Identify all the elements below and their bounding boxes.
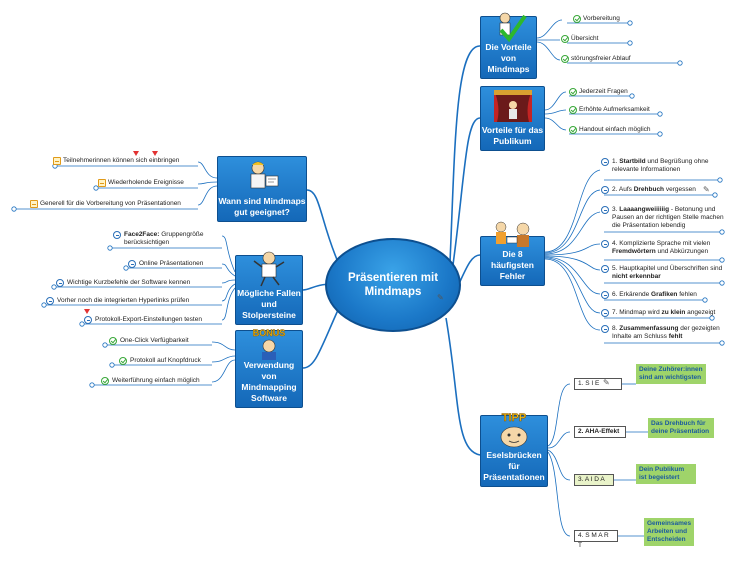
esel-note-4: Gemeinsames Arbeiten und Entscheiden — [644, 518, 694, 546]
esel-note-2: Das Drehbuch für deine Präsentation — [648, 418, 714, 438]
minus-icon — [601, 291, 609, 299]
check-icon — [561, 55, 569, 63]
wann-item-1[interactable]: Teilnehmerinnen können sich einbringen — [63, 157, 180, 164]
flag-icon — [133, 151, 139, 156]
frustrated-people-icon — [495, 221, 529, 247]
esel-note-1: Deine Zuhörer:innen sind am wichtigsten — [636, 364, 706, 384]
topic-publikum[interactable]: Vorteile für das Publikum — [480, 86, 545, 151]
priority-icon — [98, 179, 106, 187]
topic-publikum-title: Vorteile für das Publikum — [481, 125, 544, 146]
topic-wann[interactable]: Wann sind Mindmaps gut geeignet? — [217, 156, 307, 222]
priority-icon — [53, 157, 61, 165]
minus-icon — [601, 206, 609, 214]
publikum-item-3[interactable]: Handout einfach möglich — [579, 126, 651, 133]
esel-note-3: Dein Publikum ist begeistert — [636, 464, 696, 484]
minus-icon — [113, 231, 121, 239]
esel-item-1[interactable]: 1. S I E — [574, 378, 622, 390]
stumbling-man-icon — [253, 251, 285, 287]
priority-icon — [30, 200, 38, 208]
fehler-item-3[interactable]: 3. Laaaangweiiiiiig - Betonung und Pause… — [612, 206, 724, 229]
topic-wann-title: Wann sind Mindmaps gut geeignet? — [218, 196, 306, 217]
fehler-item-8[interactable]: 8. Zusammenfassung der gezeigten Inhalte… — [612, 325, 720, 340]
central-topic[interactable]: Präsentieren mit Mindmaps — [325, 238, 461, 332]
minus-icon — [601, 240, 609, 248]
check-icon — [569, 126, 577, 134]
topic-software[interactable]: BONUS Verwendung von Mindmapping Softwar… — [235, 328, 303, 408]
wann-item-3[interactable]: Generell für die Vorbereitung von Präsen… — [40, 200, 181, 207]
fehler-item-4[interactable]: 4. Komplizierte Sprache mit vielen Fremd… — [612, 240, 711, 255]
check-icon — [573, 15, 581, 23]
topic-fehler[interactable]: Die 8 häufigsten Fehler — [480, 221, 545, 286]
fallen-item-4[interactable]: Vorher noch die integrierten Hyperlinks … — [57, 297, 190, 304]
fallen-item-2[interactable]: Online Präsentationen — [139, 260, 204, 267]
software-item-2[interactable]: Protokoll auf Knopfdruck — [130, 357, 201, 364]
publikum-item-2[interactable]: Erhöhte Aufmerksamkeit — [579, 106, 650, 113]
topic-vorteile[interactable]: Die Vorteile von Mindmaps — [480, 12, 537, 79]
vorteile-item-1[interactable]: Vorbereitung — [583, 15, 620, 22]
minus-icon — [601, 309, 609, 317]
check-icon — [101, 377, 109, 385]
vorteile-item-3[interactable]: störungsfreier Ablauf — [571, 55, 631, 62]
fehler-item-2[interactable]: 2. Aufs Drehbuch vergessen — [612, 186, 696, 193]
topic-esel[interactable]: TIPP Eselsbrücken für Präsentationen — [480, 412, 548, 487]
note-icon[interactable]: ✎ — [437, 293, 444, 302]
check-icon — [109, 337, 117, 345]
minus-icon — [601, 325, 609, 333]
central-topic-title: Präsentieren mit Mindmaps — [347, 272, 439, 298]
checkmark-person-icon — [499, 12, 527, 42]
fehler-item-1[interactable]: 1. Startbild und Begrüßung ohne relevant… — [612, 158, 709, 173]
fallen-item-5[interactable]: Protokoll-Export-Einstellungen testen — [95, 316, 202, 323]
topic-fallen[interactable]: Mögliche Fallen und Stolpersteine — [235, 251, 303, 325]
note-icon[interactable]: ✎ — [703, 185, 710, 194]
esel-item-3[interactable]: 3. A I D A — [574, 474, 614, 486]
wann-item-2[interactable]: Wiederholende Ereignisse — [108, 179, 184, 186]
bonus-icon: BONUS — [252, 328, 286, 360]
topic-fehler-title: Die 8 häufigsten Fehler — [491, 249, 534, 281]
minus-icon — [46, 297, 54, 305]
publikum-item-1[interactable]: Jederzeit Fragen — [579, 88, 628, 95]
software-item-1[interactable]: One-Click Verfügbarkeit — [120, 337, 189, 344]
tipp-icon: TIPP — [500, 412, 528, 448]
svg-text:BONUS: BONUS — [253, 328, 286, 338]
minus-icon — [128, 260, 136, 268]
check-icon — [569, 88, 577, 96]
fehler-item-6[interactable]: 6. Erkärende Grafiken fehlen — [612, 291, 697, 298]
topic-vorteile-title: Die Vorteile von Mindmaps — [485, 42, 532, 74]
presenter-icon — [250, 161, 279, 188]
minus-icon — [56, 279, 64, 287]
minus-icon — [84, 316, 92, 324]
fallen-item-1[interactable]: Face2Face: Gruppengröße berücksichtigen — [124, 231, 204, 246]
note-icon[interactable]: ✎ — [603, 378, 610, 387]
esel-item-2[interactable]: 2. AHA-Effekt — [574, 426, 626, 438]
fehler-item-7[interactable]: 7. Mindmap wird zu klein angezeigt — [612, 309, 716, 316]
topic-software-title: Verwendung von Mindmapping Software — [241, 360, 297, 403]
minus-icon — [601, 265, 609, 273]
theater-stage-icon — [493, 90, 532, 122]
flag-icon — [84, 309, 90, 314]
check-icon — [119, 357, 127, 365]
svg-text:TIPP: TIPP — [502, 412, 526, 424]
minus-icon — [601, 158, 609, 166]
fallen-item-3[interactable]: Wichtige Kurzbefehle der Software kennen — [67, 279, 191, 286]
topic-esel-title: Eselsbrücken für Präsentationen — [483, 450, 545, 482]
flag-icon — [152, 151, 158, 156]
fehler-item-5[interactable]: 5. Hauptkapitel und Überschriften sind n… — [612, 265, 723, 280]
topic-fallen-title: Mögliche Fallen und Stolpersteine — [237, 288, 301, 320]
software-item-3[interactable]: Weiterführung einfach möglich — [112, 377, 200, 384]
minus-icon — [601, 186, 609, 194]
check-icon — [569, 106, 577, 114]
esel-item-4[interactable]: 4. S M A R T — [574, 530, 618, 549]
vorteile-item-2[interactable]: Übersicht — [571, 35, 599, 42]
check-icon — [561, 35, 569, 43]
